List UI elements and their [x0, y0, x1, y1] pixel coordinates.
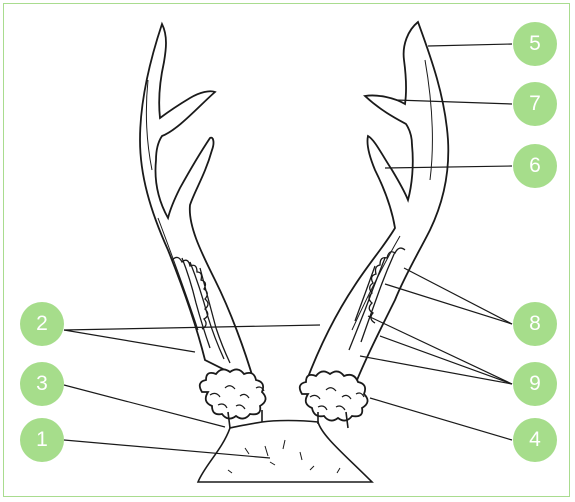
- label-badge-5: 5: [513, 22, 557, 66]
- leader-8b: [385, 284, 512, 324]
- leader-9c: [360, 356, 512, 384]
- leader-4: [370, 398, 512, 440]
- label-badge-7: 7: [513, 82, 557, 126]
- left-burr: [200, 369, 266, 418]
- label-badge-9: 9: [513, 362, 557, 406]
- label-badge-8: 8: [513, 302, 557, 346]
- leader-9b: [380, 336, 512, 384]
- label-badge-6: 6: [513, 144, 557, 188]
- label-badge-4: 4: [513, 418, 557, 462]
- leader-9a: [368, 316, 512, 384]
- leader-5: [428, 44, 512, 46]
- leader-2a: [64, 330, 195, 352]
- right-antler: [305, 22, 448, 385]
- label-badge-1: 1: [20, 418, 64, 462]
- leader-2b: [64, 325, 320, 330]
- leader-lines: [64, 44, 512, 458]
- leader-8a: [404, 268, 512, 324]
- label-badge-2: 2: [20, 302, 64, 346]
- skull: [198, 421, 372, 483]
- label-badge-3: 3: [20, 362, 64, 406]
- left-antler: [140, 24, 255, 385]
- right-burr: [300, 371, 368, 420]
